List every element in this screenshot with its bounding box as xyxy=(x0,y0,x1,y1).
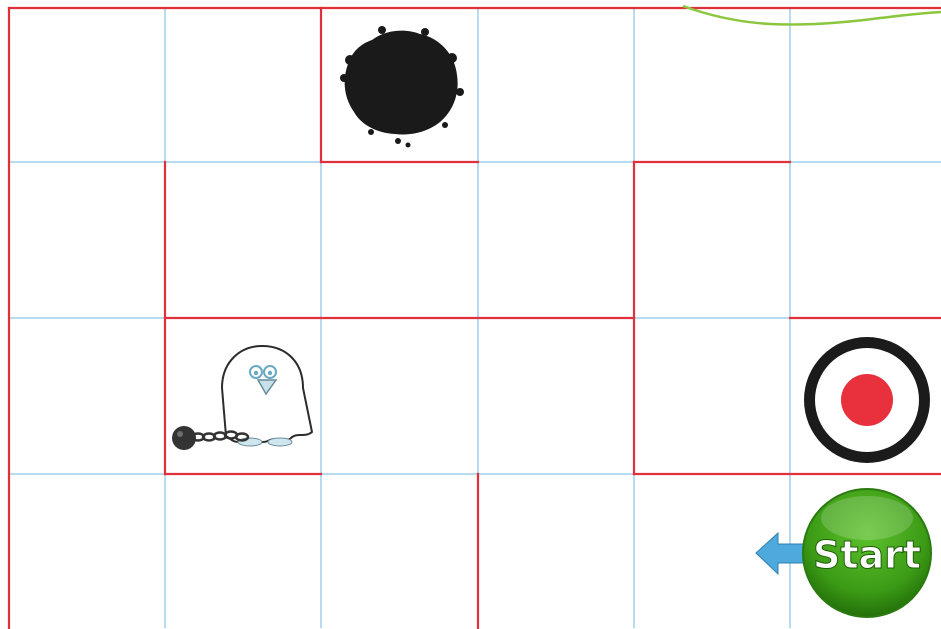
start-arrow-icon xyxy=(756,533,808,574)
start-label: Start xyxy=(813,533,921,577)
iron-ball-icon xyxy=(172,426,196,450)
ink-blot-icon xyxy=(340,26,464,148)
ghost-icon xyxy=(222,346,312,446)
target-icon[interactable] xyxy=(804,337,930,463)
ghost-foot-left xyxy=(238,438,262,446)
ghost-foot-right xyxy=(268,438,292,446)
start-button[interactable]: Start xyxy=(803,489,931,617)
